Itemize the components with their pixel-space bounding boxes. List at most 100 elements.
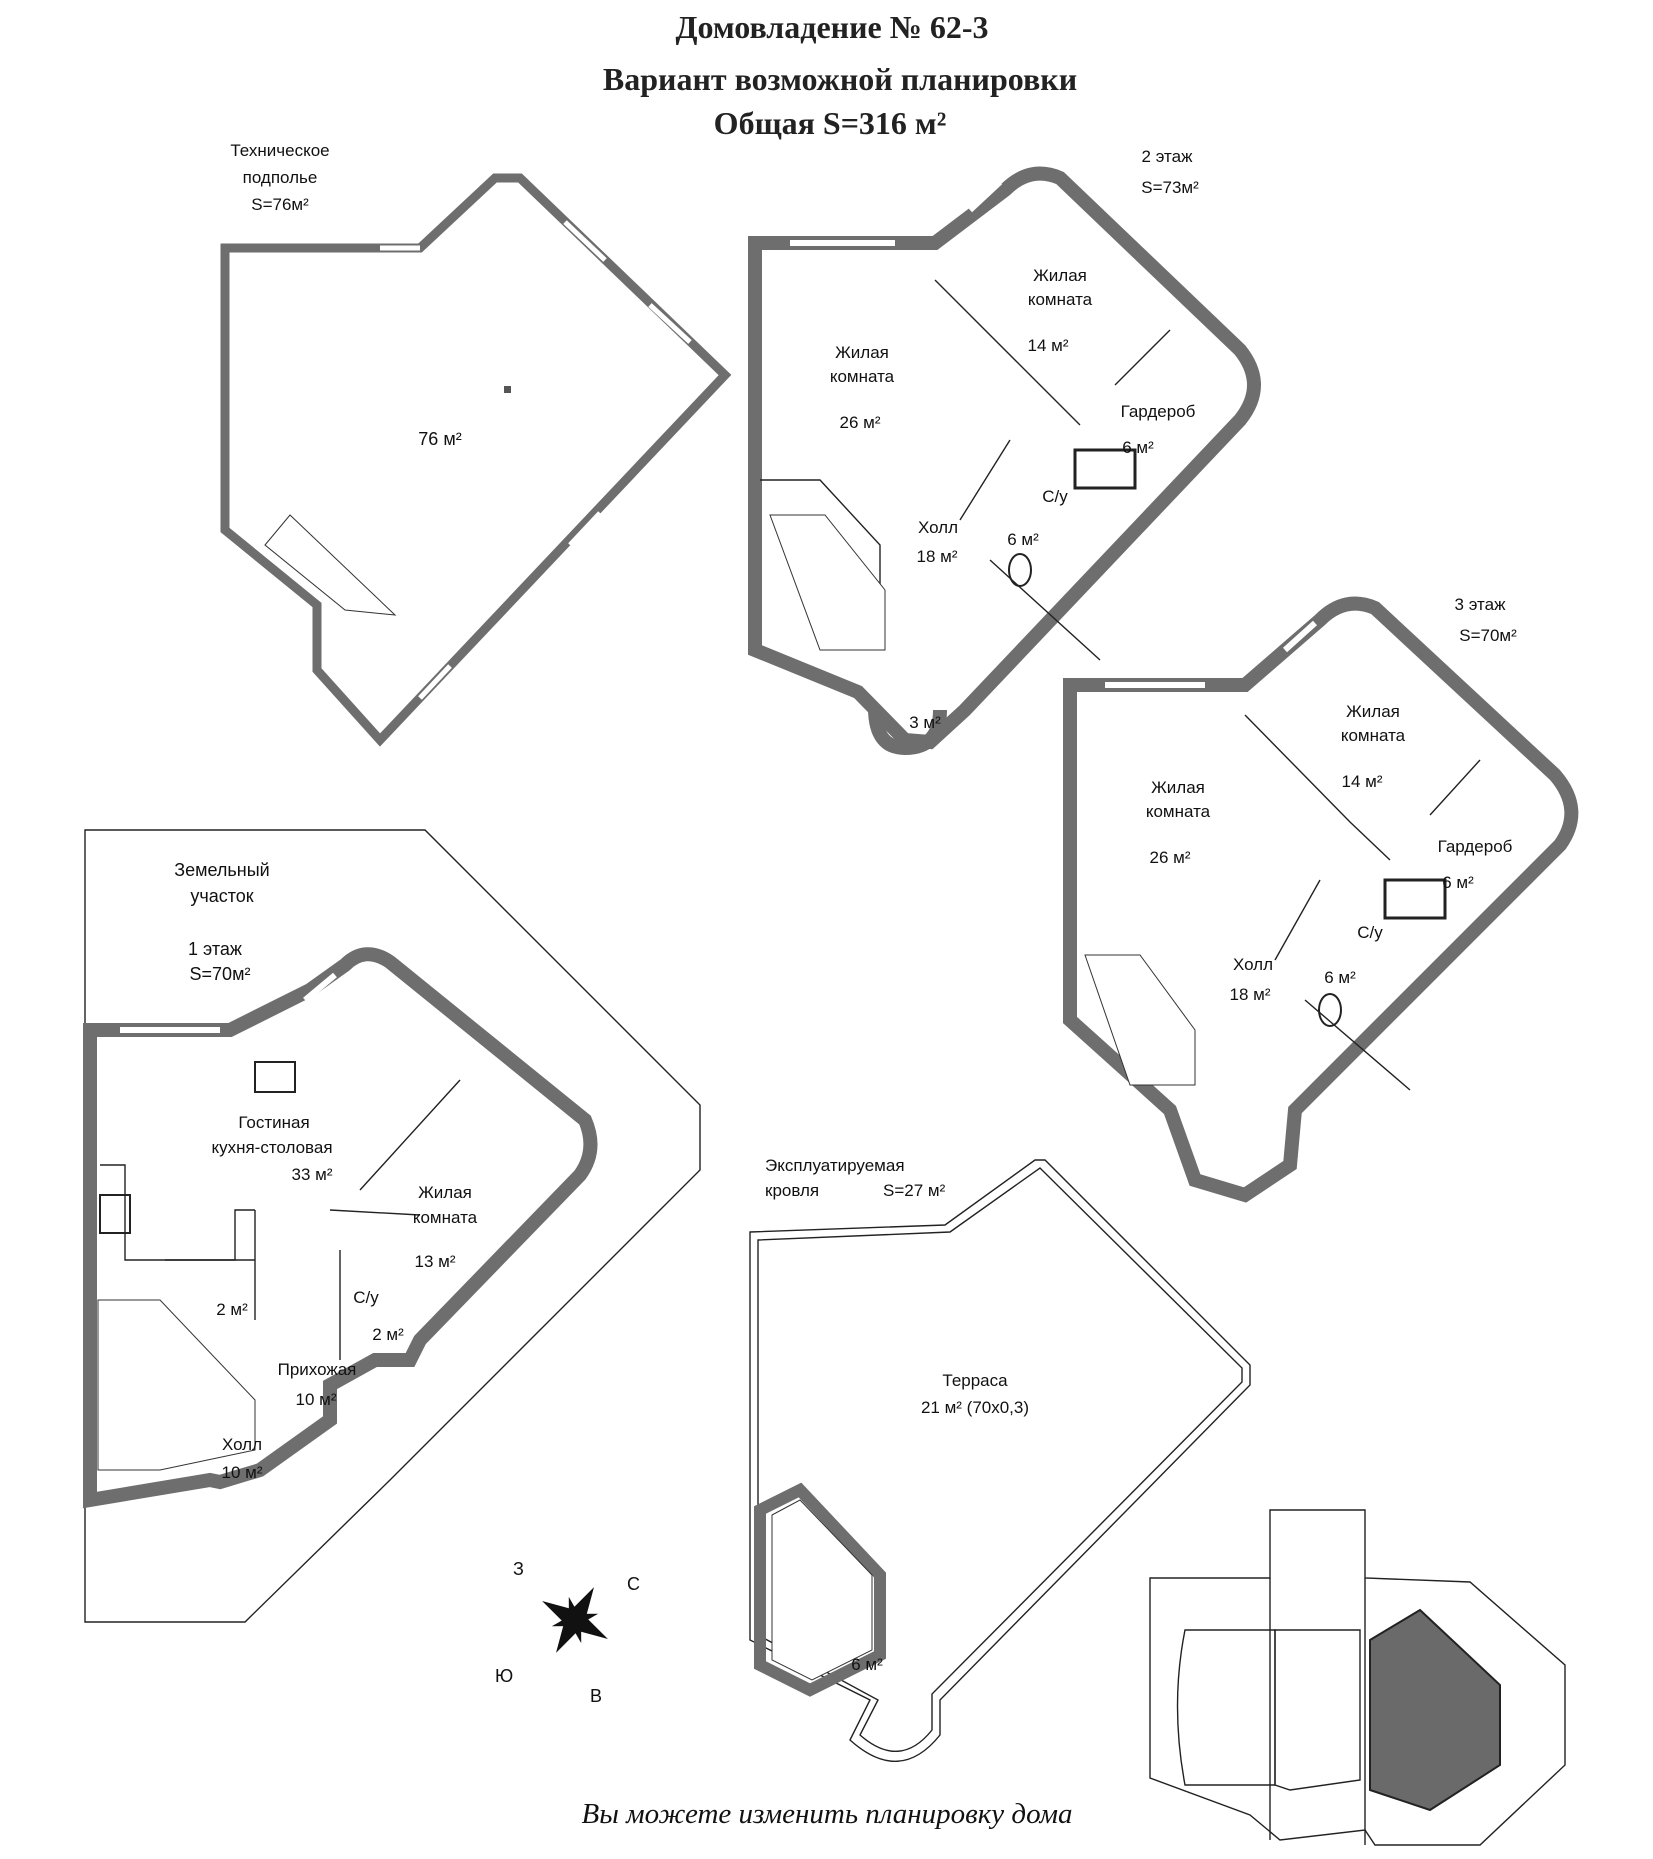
basement-title-2: подполье (243, 168, 318, 187)
roof-title-1: Эксплуатируемая (765, 1156, 905, 1175)
footer-note: Вы можете изменить планировку дома (581, 1798, 1072, 1830)
basement-outline (220, 173, 732, 747)
basement-window (563, 220, 607, 262)
floor2-hall-area: 18 м² (917, 547, 958, 566)
floor2-bath-name: С/у (1042, 487, 1068, 506)
site-house-a (1176, 1629, 1276, 1786)
floor1-fireplace (254, 1061, 296, 1093)
compass-west: З (513, 1559, 524, 1579)
floor1-bath-name: С/у (353, 1288, 379, 1307)
site-boundary (1149, 1509, 1566, 1846)
floor3-hall-name: Холл (1233, 955, 1273, 974)
floor1-living-kitchen-name: кухня-столовая (211, 1138, 332, 1157)
terrace-outline (749, 1159, 1251, 1762)
terrace-area: 21 м² (70х0,3) (921, 1398, 1029, 1417)
floor1-living-name: комната (413, 1208, 478, 1227)
compass-east: В (590, 1686, 602, 1706)
floor1-outline (83, 947, 598, 1509)
floor2-outline (748, 166, 1261, 750)
site-house-highlighted (1369, 1608, 1501, 1812)
basement-room-area: 76 м² (418, 429, 461, 449)
basement-stair (264, 514, 397, 616)
floor2-living-a-area: 26 м² (840, 413, 881, 432)
floor2-stair (769, 514, 886, 651)
roof-stair (771, 1499, 873, 1681)
floor3-title: 3 этаж (1455, 595, 1507, 614)
floor2-title: 2 этаж (1142, 147, 1194, 166)
floor1-entry-area: 10 м² (296, 1390, 337, 1409)
floor2-living-a-name: комната (830, 367, 895, 386)
floor1-storage-area: 2 м² (216, 1300, 248, 1319)
floor2-small-area: 3 м² (909, 713, 941, 732)
sheet-title: Домовладение № 62-3 (675, 9, 988, 45)
floor2-bath-area: 6 м² (1007, 530, 1039, 549)
floor1-living-area: 13 м² (415, 1252, 456, 1271)
floor1-stair (97, 1299, 256, 1471)
roof-plan: Эксплуатируемая кровля S=27 м² Терраса 2… (749, 1156, 1251, 1762)
floor3-stair (1084, 954, 1196, 1086)
sheet-subtitle: Вариант возможной планировки (603, 61, 1077, 97)
floor3-area: S=70м² (1459, 626, 1517, 645)
floor3-bath-area: 6 м² (1324, 968, 1356, 987)
roof-stair-enclosure (754, 1482, 886, 1697)
basement-window (418, 664, 452, 700)
floor3-living-b-name: комната (1341, 726, 1406, 745)
floor2-wardrobe-name: Гардероб (1121, 402, 1196, 421)
basement-column (504, 386, 511, 393)
floor1-title: 1 этаж (188, 939, 242, 959)
total-area: Общая S=316 м² (714, 105, 947, 141)
floor3-living-a-name: комната (1146, 802, 1211, 821)
floor2-bay (868, 707, 947, 756)
floor3-wardrobe-area: 6 м² (1442, 873, 1474, 892)
floor1-living-name: Жилая (418, 1183, 472, 1202)
floor1-bath-area: 2 м² (372, 1325, 404, 1344)
land-plot-label-1: Земельный (174, 860, 269, 880)
basement-area: S=76м² (251, 195, 309, 214)
floor3-living-a-name: Жилая (1151, 778, 1205, 797)
floor3-bathtub (1383, 878, 1447, 920)
floor1-hall-name: Холл (222, 1435, 262, 1454)
roof-area: S=27 м² (883, 1181, 946, 1200)
floor2-hall-name: Холл (918, 518, 958, 537)
basement-plan: Техническое подполье S=76м² 76 м² (220, 141, 732, 747)
compass-south: Ю (495, 1666, 513, 1686)
floor1-entry-name: Прихожая (278, 1360, 357, 1379)
terrace-name: Терраса (942, 1371, 1008, 1390)
compass-north: С (627, 1574, 640, 1594)
floor3-living-a-area: 26 м² (1150, 848, 1191, 867)
floor3-outline (1063, 596, 1579, 1203)
floor3-toilet (1318, 993, 1342, 1027)
basement-window (648, 303, 692, 344)
floor2-living-a-name: Жилая (835, 343, 889, 362)
floor3-wardrobe-name: Гардероб (1438, 837, 1513, 856)
roof-stair-area: 6 м² (851, 1655, 883, 1674)
floor3-hall-area: 18 м² (1230, 985, 1271, 1004)
compass-rose: С В Ю З (495, 1559, 640, 1706)
floor3-bath-name: С/у (1357, 923, 1383, 942)
floor2-bathtub (1073, 448, 1137, 490)
floor3-living-b-area: 14 м² (1342, 772, 1383, 791)
land-plot-label-2: участок (190, 886, 253, 906)
floor2-living-b-name: комната (1028, 290, 1093, 309)
floor2-toilet (1008, 553, 1032, 587)
floor1-stove (99, 1194, 131, 1234)
floor1-plan: Земельный участок 1 этаж S=70м² Гостиная… (83, 829, 701, 1623)
floor1-hall-area: 10 м² (222, 1463, 263, 1482)
floor1-area: S=70м² (190, 964, 251, 984)
floor1-living-kitchen-area: 33 м² (292, 1165, 333, 1184)
basement-title-1: Техническое (230, 141, 329, 160)
floor2-wardrobe-area: 6 м² (1122, 438, 1154, 457)
floor2-area: S=73м² (1141, 178, 1199, 197)
floor2-plan: 2 этаж S=73м² Жилая комната 26 м² Жилая … (748, 147, 1261, 756)
floor2-living-b-name: Жилая (1033, 266, 1087, 285)
floor3-plan: 3 этаж S=70м² Жилая комната 26 м² Жилая … (1063, 595, 1579, 1203)
basement-window (568, 511, 602, 547)
roof-title-2: кровля (765, 1181, 819, 1200)
land-plot (84, 829, 701, 1623)
floor1-living-kitchen-name: Гостиная (238, 1113, 309, 1132)
floor2-living-b-area: 14 м² (1028, 336, 1069, 355)
site-plan (1149, 1509, 1566, 1846)
floor3-living-b-name: Жилая (1346, 702, 1400, 721)
site-house-b (1274, 1629, 1361, 1791)
